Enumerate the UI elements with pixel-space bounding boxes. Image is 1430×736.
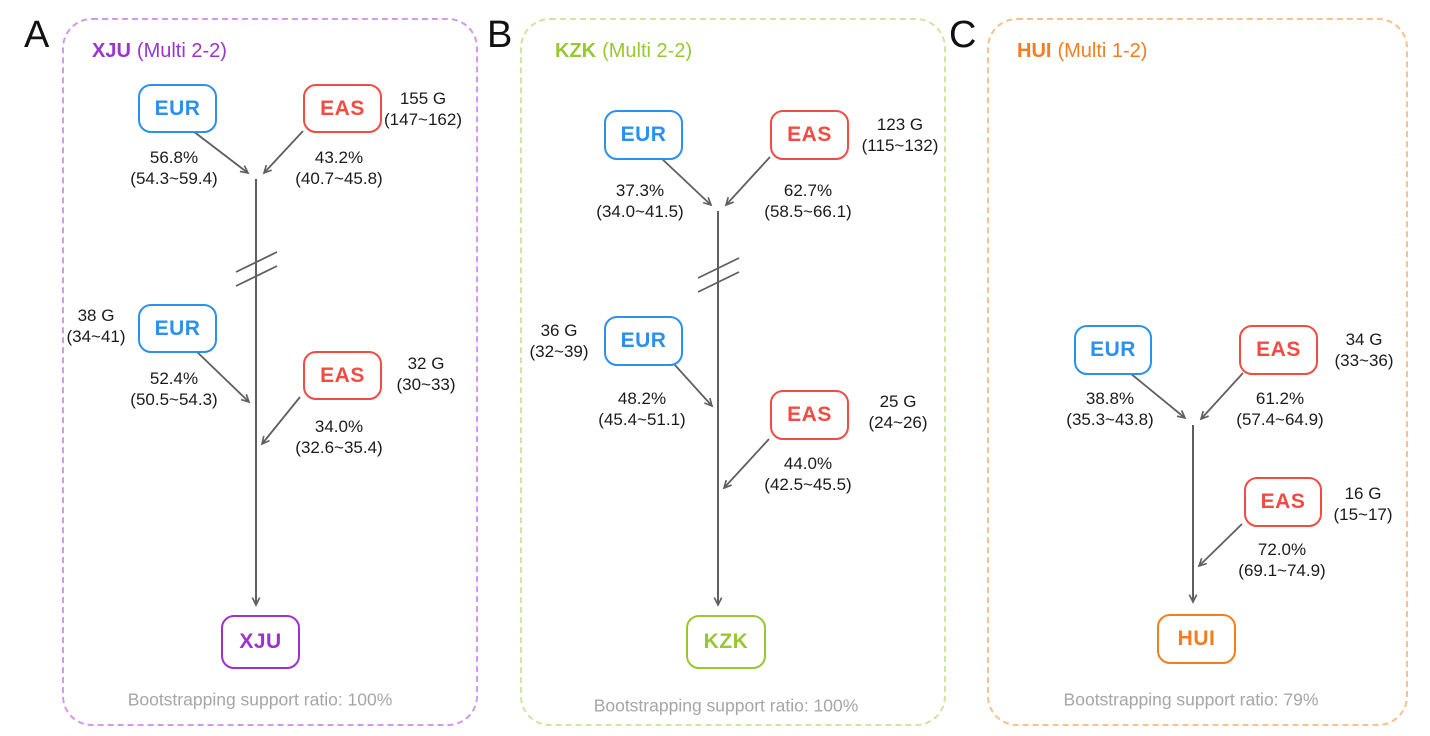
generation-range: (34~41): [66, 327, 126, 346]
proportion-value: 37.3%: [615, 181, 665, 200]
generation-label: 123 G (115~132): [862, 114, 939, 156]
panel-hui-population-name: HUI: [1017, 40, 1052, 62]
panel-hui-title: HUI(Multi 1-2): [1017, 40, 1147, 63]
panel-hui-model-label: (Multi 1-2): [1057, 40, 1148, 62]
node-eas: EAS: [1239, 325, 1318, 375]
generation-range: (15~17): [1333, 505, 1393, 524]
proportion-label: 61.2% (57.4~64.9): [1236, 388, 1323, 430]
node-target-hui: HUI: [1157, 614, 1236, 664]
node-eur: EUR: [1074, 325, 1152, 375]
proportion-value: 62.7%: [783, 181, 833, 200]
node-eas: EAS: [303, 351, 382, 400]
proportion-value: 34.0%: [314, 417, 364, 436]
panel-letter-c: C: [949, 14, 977, 56]
proportion-range: (58.5~66.1): [764, 202, 852, 221]
proportion-value: 38.8%: [1085, 389, 1135, 408]
bootstrap-support-text: Bootstrapping support ratio: 100%: [127, 689, 393, 710]
generation-range: (24~26): [868, 413, 928, 432]
proportion-label: 38.8% (35.3~43.8): [1066, 388, 1153, 430]
node-eas: EAS: [770, 110, 849, 160]
generation-value: 25 G: [879, 392, 917, 411]
node-eas: EAS: [770, 390, 849, 440]
node-eas: EAS: [303, 84, 382, 133]
panel-kzk-population-name: KZK: [555, 40, 597, 62]
generation-range: (30~33): [396, 375, 456, 394]
generation-label: 16 G (15~17): [1333, 483, 1392, 525]
proportion-value: 44.0%: [783, 454, 833, 473]
bootstrap-support-text: Bootstrapping support ratio: 100%: [593, 695, 859, 716]
bootstrap-support-text: Bootstrapping support ratio: 79%: [1063, 689, 1319, 710]
proportion-range: (35.3~43.8): [1066, 410, 1154, 429]
proportion-range: (50.5~54.3): [130, 390, 218, 409]
proportion-value: 52.4%: [149, 369, 199, 388]
generation-value: 123 G: [876, 115, 924, 134]
panel-letter-b: B: [487, 14, 513, 56]
proportion-value: 48.2%: [617, 389, 667, 408]
proportion-label: 34.0% (32.6~35.4): [295, 416, 382, 458]
proportion-range: (69.1~74.9): [1238, 561, 1326, 580]
generation-value: 38 G: [77, 306, 115, 325]
panel-hui: HUI(Multi 1-2) EUR EAS 34 G (33~36) 38.8…: [987, 18, 1408, 726]
proportion-range: (45.4~51.1): [598, 410, 686, 429]
proportion-label: 62.7% (58.5~66.1): [764, 180, 851, 222]
generation-label: 32 G (30~33): [396, 353, 455, 395]
generation-range: (32~39): [529, 342, 589, 361]
proportion-range: (57.4~64.9): [1236, 410, 1324, 429]
generation-range: (115~132): [861, 136, 939, 155]
generation-value: 32 G: [407, 354, 445, 373]
generation-label: 25 G (24~26): [868, 391, 927, 433]
proportion-label: 52.4% (50.5~54.3): [130, 368, 217, 410]
node-eas: EAS: [1244, 477, 1322, 527]
proportion-label: 72.0% (69.1~74.9): [1238, 539, 1325, 581]
panel-kzk: KZK(Multi 2-2) EUR EAS 123 G (115~132) 3…: [520, 18, 946, 726]
proportion-label: 43.2% (40.7~45.8): [295, 147, 382, 189]
proportion-label: 48.2% (45.4~51.1): [598, 388, 685, 430]
proportion-label: 56.8% (54.3~59.4): [130, 147, 217, 189]
generation-label: 155 G (147~162): [384, 88, 462, 130]
generation-value: 36 G: [540, 321, 578, 340]
proportion-value: 72.0%: [1257, 540, 1307, 559]
generation-label: 34 G (33~36): [1334, 329, 1393, 371]
proportion-range: (34.0~41.5): [596, 202, 684, 221]
proportion-range: (42.5~45.5): [764, 475, 852, 494]
proportion-value: 43.2%: [314, 148, 364, 167]
generation-label: 38 G (34~41): [66, 305, 125, 347]
node-eur: EUR: [604, 110, 683, 160]
panel-xju: XJU(Multi 2-2) EUR EAS 155 G (147~162) 5…: [62, 18, 478, 726]
node-eur: EUR: [604, 316, 683, 366]
panel-xju-model-label: (Multi 2-2): [136, 40, 227, 62]
proportion-range: (40.7~45.8): [295, 169, 383, 188]
generation-range: (33~36): [1334, 351, 1394, 370]
generation-range: (147~162): [384, 110, 462, 129]
node-target-kzk: KZK: [686, 615, 766, 669]
panel-xju-title: XJU(Multi 2-2): [92, 40, 227, 63]
node-eur: EUR: [138, 304, 217, 353]
proportion-value: 56.8%: [149, 148, 199, 167]
generation-value: 155 G: [399, 89, 447, 108]
proportion-range: (54.3~59.4): [130, 169, 218, 188]
proportion-label: 44.0% (42.5~45.5): [764, 453, 851, 495]
generation-value: 16 G: [1344, 484, 1382, 503]
proportion-value: 61.2%: [1255, 389, 1305, 408]
generation-value: 34 G: [1345, 330, 1383, 349]
panel-kzk-title: KZK(Multi 2-2): [555, 40, 692, 63]
node-eur: EUR: [138, 84, 217, 133]
node-target-xju: XJU: [221, 615, 300, 669]
panel-kzk-model-label: (Multi 2-2): [602, 40, 693, 62]
proportion-label: 37.3% (34.0~41.5): [596, 180, 683, 222]
proportion-range: (32.6~35.4): [295, 438, 383, 457]
panel-letter-a: A: [24, 14, 50, 56]
panel-xju-population-name: XJU: [92, 40, 131, 62]
generation-label: 36 G (32~39): [529, 320, 588, 362]
